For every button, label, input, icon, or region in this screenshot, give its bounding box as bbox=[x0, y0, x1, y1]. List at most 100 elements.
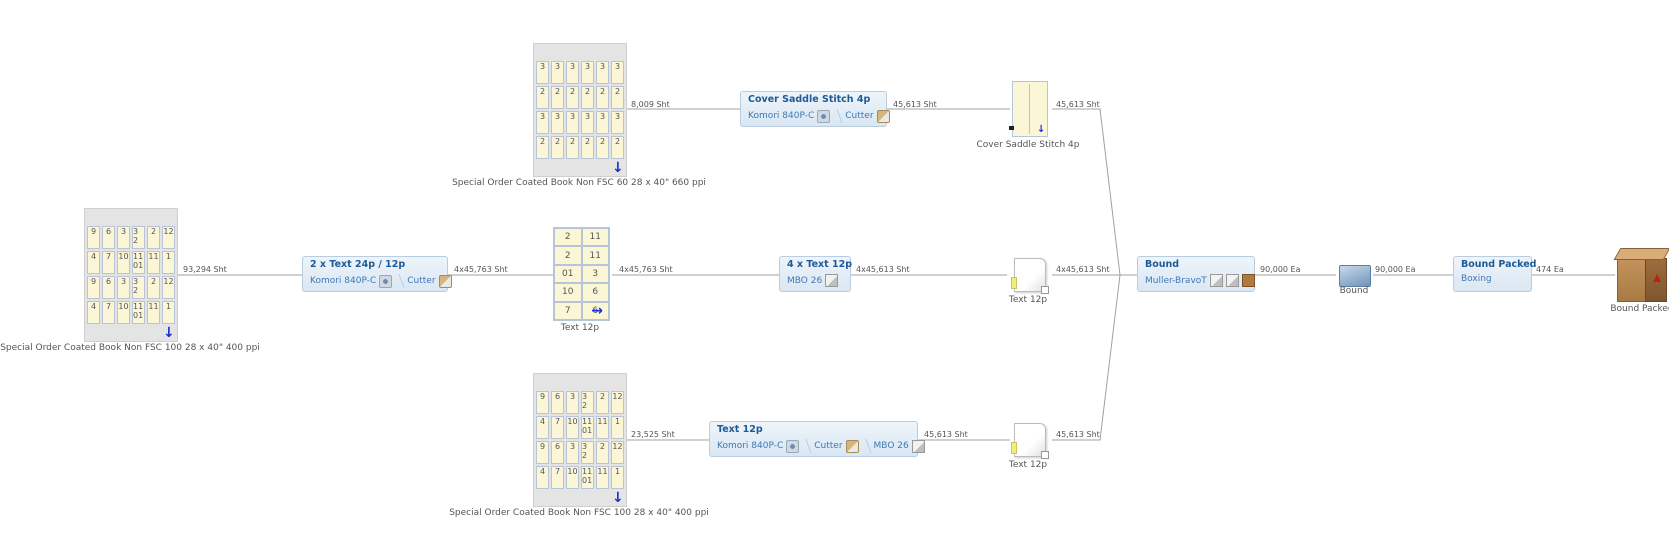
sheet-page: 2 bbox=[566, 136, 579, 159]
box-icon[interactable] bbox=[1613, 248, 1669, 302]
arrow-down-icon: ↓ bbox=[612, 490, 624, 506]
sheet-page: 11 bbox=[147, 251, 160, 274]
sheet-page: 3 2 bbox=[132, 276, 145, 299]
sheet-page: 7 bbox=[551, 466, 564, 489]
sheet-page: 3 bbox=[117, 226, 130, 249]
sheet-page: 12 bbox=[162, 226, 175, 249]
sheet-page: 10 bbox=[566, 466, 579, 489]
process-cover-saddle-stitch[interactable]: Cover Saddle Stitch 4p Komori 840P-C Cut… bbox=[740, 91, 890, 127]
step-cutter[interactable]: Cutter bbox=[392, 274, 452, 288]
process-bound-packed[interactable]: Bound Packed Boxing bbox=[1453, 256, 1537, 292]
sheet-page: 7 bbox=[102, 251, 115, 274]
step-muller-binder[interactable]: Muller-BravoT bbox=[1145, 274, 1255, 287]
sheet-page: 12 bbox=[611, 391, 624, 414]
process-title: Cover Saddle Stitch 4p bbox=[748, 94, 871, 105]
signature-page: 6 bbox=[581, 301, 609, 320]
step-komori-press[interactable]: Komori 840P-C bbox=[717, 439, 800, 453]
sheet-page: 11 bbox=[147, 301, 160, 324]
main-sheet-qty: 93,294 Sht bbox=[183, 265, 227, 274]
step-komori-press[interactable]: Komori 840P-C bbox=[310, 274, 393, 288]
sheet-page: 2 bbox=[536, 136, 549, 159]
text-proc-qty: 45,613 Sht bbox=[924, 430, 968, 439]
text-12p-bottom-part-label: Text 12p bbox=[1008, 460, 1048, 470]
process-2x-text[interactable]: 2 x Text 24p / 12p Komori 840P-C Cutter bbox=[302, 256, 452, 292]
process-bound[interactable]: Bound Muller-BravoT bbox=[1137, 256, 1255, 292]
main-sheet-label: Special Order Coated Book Non FSC 100 28… bbox=[0, 343, 260, 353]
sheet-page: 2 bbox=[147, 276, 160, 299]
sheet-page: 2 bbox=[566, 86, 579, 109]
sheet-page: 2 bbox=[596, 391, 609, 414]
sheet-page: 12 bbox=[611, 441, 624, 464]
bound-part-icon[interactable] bbox=[1339, 265, 1371, 287]
process-title: Bound bbox=[1145, 259, 1180, 270]
step-boxing[interactable]: Boxing bbox=[1461, 274, 1492, 284]
packed-part-label: Bound Packed bbox=[1610, 304, 1669, 314]
signature-label: Text 12p bbox=[560, 323, 600, 333]
signature-qty: 4x45,763 Sht bbox=[619, 265, 673, 274]
signature-page: 2 bbox=[554, 246, 582, 265]
sheet-page: 1 bbox=[162, 251, 175, 274]
sheet-page: 3 bbox=[611, 111, 624, 134]
sheet-page: 3 bbox=[581, 61, 594, 84]
sheet-page: 2 bbox=[596, 86, 609, 109]
sheet-page: 2 bbox=[551, 86, 564, 109]
sheet-page: 12 bbox=[162, 276, 175, 299]
sheet-page: 3 bbox=[566, 441, 579, 464]
sheet-page: 6 bbox=[551, 391, 564, 414]
step-komori-press[interactable]: Komori 840P-C bbox=[748, 109, 831, 123]
sheet-page: 4 bbox=[87, 251, 100, 274]
fold-qty: 4x45,613 Sht bbox=[856, 265, 910, 274]
step-mbo-folder[interactable]: MBO 26 bbox=[787, 274, 839, 287]
sheet-page: 2 bbox=[581, 136, 594, 159]
sheet-page: 6 bbox=[102, 226, 115, 249]
sheet-page: 9 bbox=[536, 441, 549, 464]
step-cutter[interactable]: Cutter bbox=[830, 109, 890, 123]
arrow-right-icon: → bbox=[591, 303, 603, 319]
sheet-page: 10 bbox=[117, 251, 130, 274]
stitch-icon bbox=[1209, 274, 1223, 287]
process-title: 2 x Text 24p / 12p bbox=[310, 259, 406, 270]
process-title: Bound Packed bbox=[1461, 259, 1537, 270]
cover-sheet-label: Special Order Coated Book Non FSC 60 28 … bbox=[452, 178, 706, 188]
sheet-page: 11 01 bbox=[132, 251, 145, 274]
press-icon bbox=[817, 109, 831, 123]
sheet-page: 7 bbox=[102, 301, 115, 324]
cover-proc-qty: 45,613 Sht bbox=[893, 100, 937, 109]
cutter-icon bbox=[438, 274, 452, 288]
sheet-page: 3 bbox=[551, 111, 564, 134]
stack-icon bbox=[1241, 274, 1255, 287]
folder-icon bbox=[911, 439, 925, 453]
signature-page: 11 bbox=[581, 228, 609, 247]
sheet-page: 3 bbox=[611, 61, 624, 84]
text-sheet-label: Special Order Coated Book Non FSC 100 28… bbox=[449, 508, 709, 518]
sheet-page: 3 bbox=[566, 391, 579, 414]
cutter-icon bbox=[845, 439, 859, 453]
text-12p-part-label: Text 12p bbox=[1008, 295, 1048, 305]
step-cutter[interactable]: Cutter bbox=[799, 439, 859, 453]
sheet-page: 10 bbox=[566, 416, 579, 439]
cutter-icon bbox=[876, 109, 890, 123]
process-4x-text-12p[interactable]: 4 x Text 12p MBO 26 bbox=[779, 256, 852, 292]
sheet-page: 3 bbox=[117, 276, 130, 299]
text-12p-part-icon[interactable] bbox=[1011, 258, 1049, 294]
sheet-page: 3 2 bbox=[132, 226, 145, 249]
cover-part-icon[interactable]: ↓ bbox=[1009, 81, 1048, 137]
step-mbo-folder[interactable]: MBO 26 bbox=[859, 439, 925, 453]
sheet-page: 3 bbox=[596, 111, 609, 134]
signature-page: 10 bbox=[554, 283, 582, 302]
text-12p-bottom-part-icon[interactable] bbox=[1011, 423, 1049, 459]
process-title: Text 12p bbox=[717, 424, 763, 435]
press-icon bbox=[379, 274, 393, 288]
sheet-page: 11 01 bbox=[132, 301, 145, 324]
sheet-page: 2 bbox=[611, 136, 624, 159]
process-text-12p[interactable]: Text 12p Komori 840P-C Cutter MBO 26 bbox=[709, 421, 925, 457]
arrow-down-icon: ↓ bbox=[612, 160, 624, 176]
